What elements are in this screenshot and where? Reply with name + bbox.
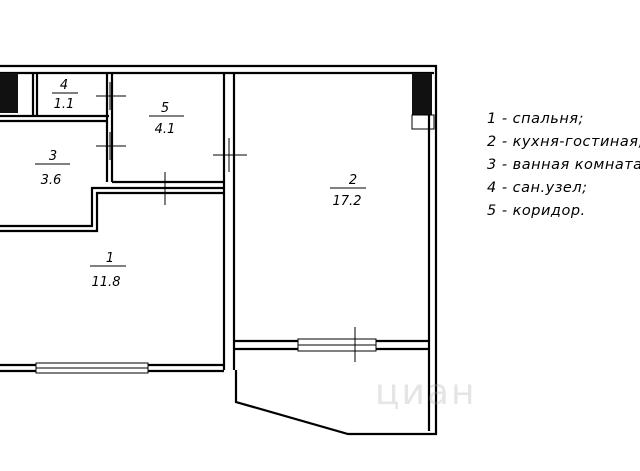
- room-label-5: 5 4.1: [149, 101, 184, 137]
- room-number: 2: [349, 173, 357, 188]
- column-block-right: [412, 73, 432, 115]
- watermark-text: циан: [375, 372, 477, 413]
- window-sill-right: [411, 114, 435, 130]
- legend-item-5: 5 - коридор.: [487, 203, 586, 219]
- room-label-4: 4 1.1: [52, 78, 78, 112]
- room-number: 1: [106, 251, 114, 266]
- room-area: 1.1: [54, 97, 75, 112]
- windows: [35, 338, 377, 374]
- legend-item-3: 3 - ванная комната;: [487, 157, 640, 173]
- room-area: 4.1: [155, 122, 176, 137]
- legend-item-2: 2 - кухня-гостиная;: [487, 134, 640, 150]
- room-label-3: 3 3.6: [35, 149, 70, 188]
- outer-walls: [0, 64, 438, 436]
- room-number: 5: [161, 101, 169, 116]
- legend-item-1: 1 - спальня;: [487, 111, 584, 127]
- room-area: 17.2: [333, 194, 362, 209]
- room-area: 3.6: [41, 173, 62, 188]
- room-number: 4: [60, 78, 68, 93]
- legend-item-4: 4 - сан.узел;: [487, 180, 588, 196]
- room-area: 11.8: [92, 275, 121, 290]
- room-number: 3: [49, 149, 57, 164]
- door-markers: [96, 82, 356, 362]
- room-label-2: 2 17.2: [330, 173, 366, 209]
- column-block-left: [0, 73, 18, 113]
- room-label-1: 1 11.8: [90, 251, 126, 290]
